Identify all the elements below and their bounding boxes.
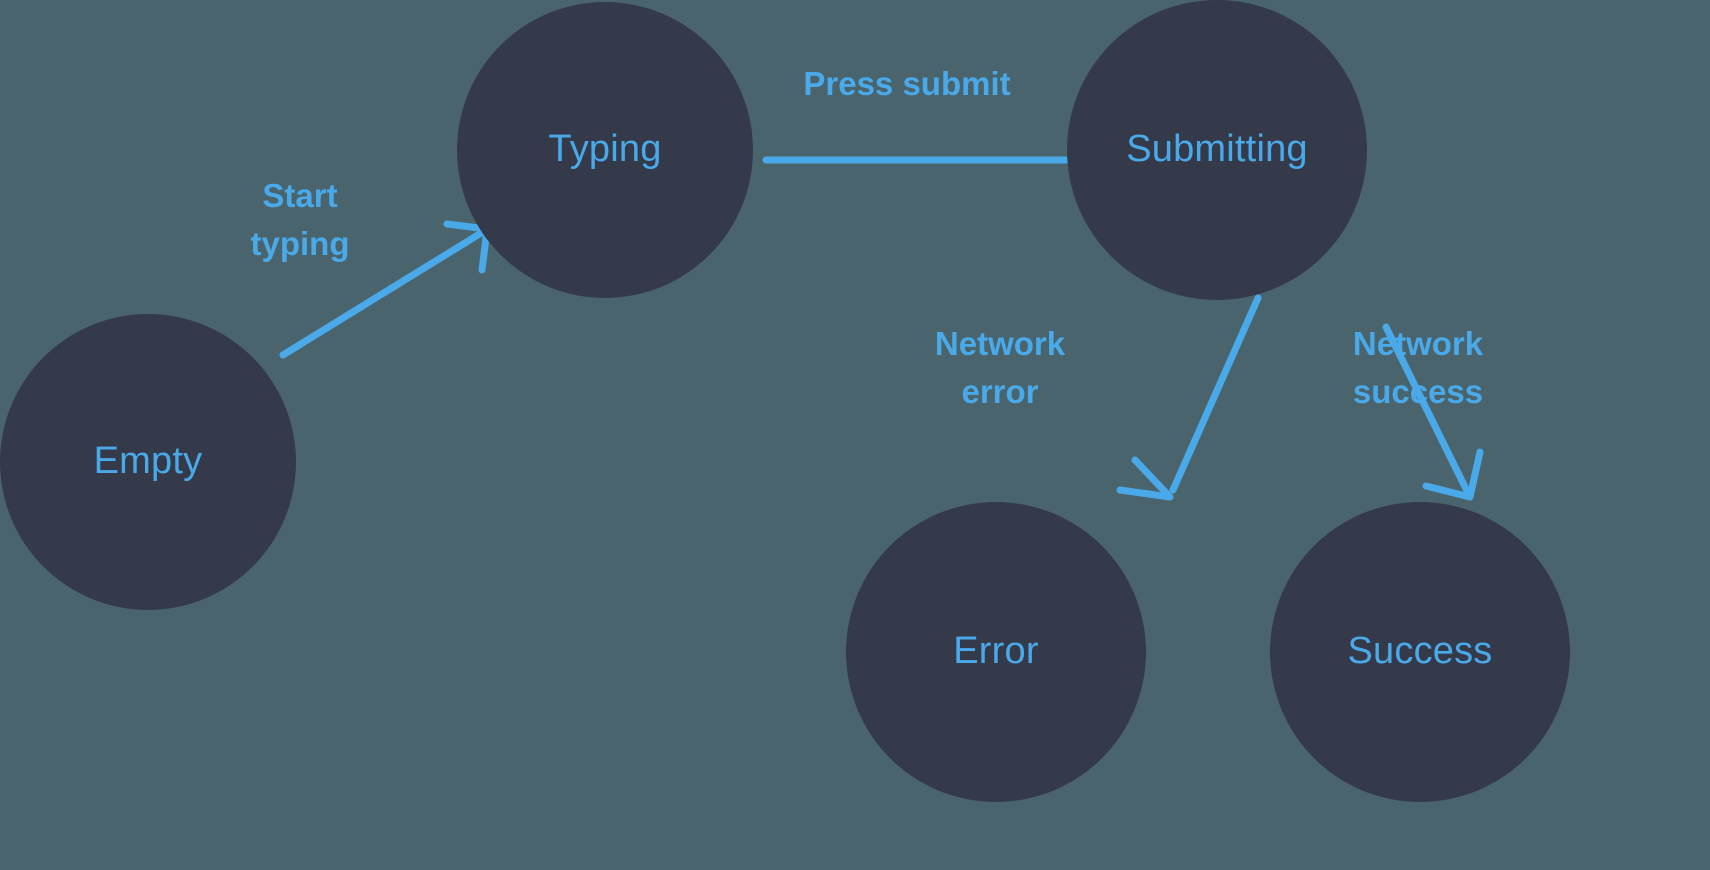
arrow-head-icon xyxy=(1422,448,1484,501)
state-node-label: Empty xyxy=(93,440,203,483)
edge-label-press-submit: Press submit xyxy=(803,65,1011,102)
state-node-error[interactable]: Error xyxy=(846,502,1146,802)
state-node-label: Submitting xyxy=(1126,128,1308,171)
edge-label-network-error: Network error xyxy=(934,325,1066,410)
arrow-head-icon xyxy=(1116,456,1174,501)
state-node-empty[interactable]: Empty xyxy=(0,314,296,610)
state-node-label: Error xyxy=(953,630,1039,673)
state-node-label: Success xyxy=(1347,630,1493,673)
edge-label-start-typing: Start typing xyxy=(250,177,350,262)
state-node-typing[interactable]: Typing xyxy=(457,2,753,298)
edge-label-network-success: Network success xyxy=(1352,325,1484,410)
state-node-submitting[interactable]: Submitting xyxy=(1067,0,1367,300)
state-node-label: Typing xyxy=(548,128,662,171)
state-node-success[interactable]: Success xyxy=(1270,502,1570,802)
